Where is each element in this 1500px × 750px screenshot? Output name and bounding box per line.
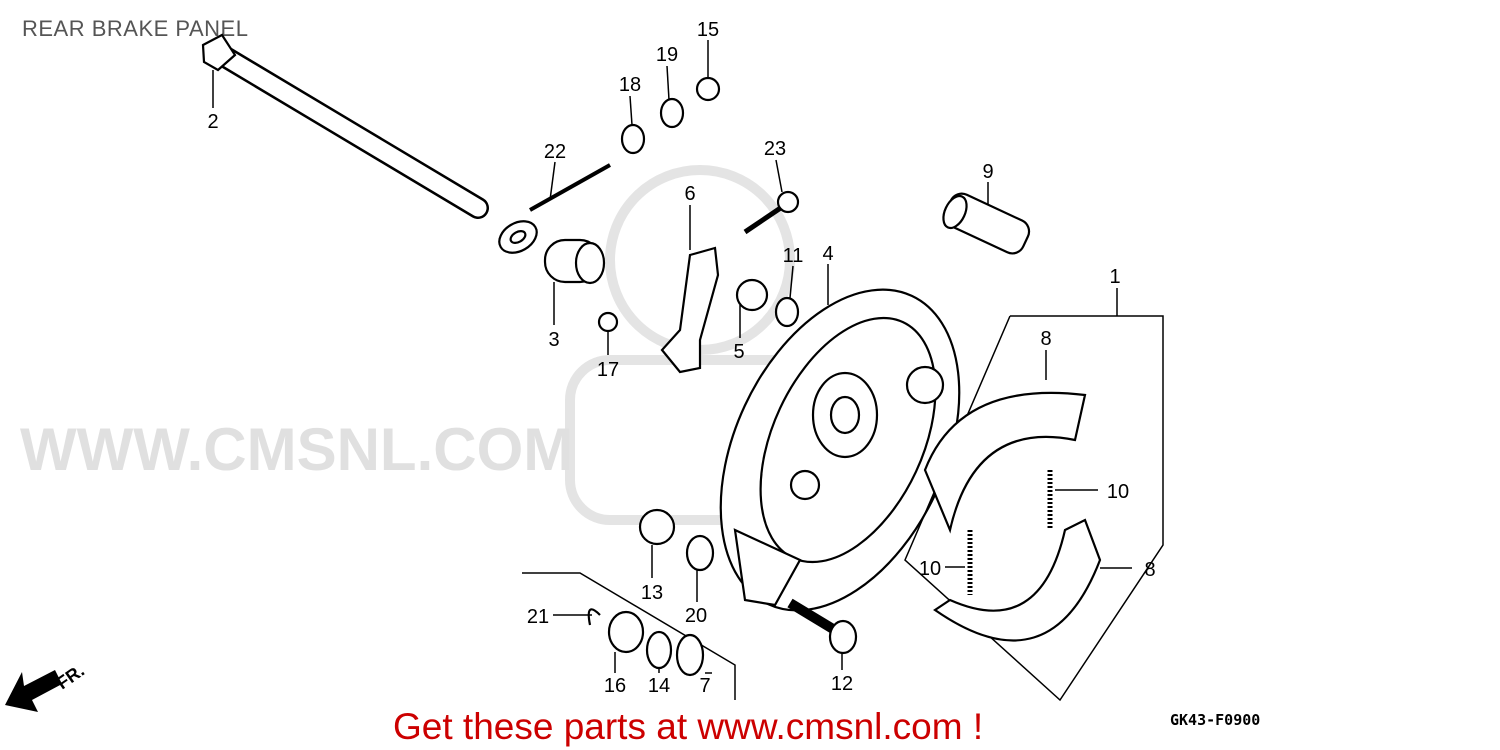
rear-axle[interactable] (201, 33, 489, 219)
cotter-pin[interactable] (587, 608, 601, 626)
brake-shoe-upper[interactable] (923, 391, 1087, 534)
nut-15[interactable] (695, 76, 721, 102)
shoe-assembly-bracket (904, 315, 1164, 702)
washer-14[interactable] (645, 630, 673, 670)
collar-16[interactable] (607, 610, 645, 654)
callout[interactable]: 22 (544, 141, 566, 163)
callout[interactable]: 17 (597, 359, 619, 381)
bolt-23[interactable] (743, 190, 800, 235)
promo-link[interactable]: Get these parts at www.cmsnl.com ! (393, 706, 984, 747)
callout[interactable]: 10 (1107, 481, 1129, 503)
brake-panel[interactable] (673, 252, 1007, 649)
leader-lines (212, 40, 1132, 674)
callout[interactable]: 5 (733, 341, 744, 363)
group-bracket (522, 572, 736, 700)
callout[interactable]: 1 (1109, 266, 1120, 288)
callout[interactable]: 14 (648, 675, 670, 697)
callout[interactable]: 2 (207, 111, 218, 133)
pivot-bolt-12[interactable] (787, 598, 858, 655)
brake-arm[interactable] (660, 246, 720, 374)
wear-indicator-plate[interactable] (735, 278, 769, 312)
brake-cam[interactable] (939, 190, 1033, 258)
seal-11[interactable] (774, 296, 800, 328)
callout[interactable]: 15 (697, 19, 719, 41)
nut-17[interactable] (597, 311, 619, 333)
seal-7[interactable] (675, 633, 705, 677)
washer-20[interactable] (685, 534, 715, 572)
callout[interactable]: 8 (1144, 559, 1155, 581)
callout[interactable]: 4 (822, 243, 833, 265)
washer-18[interactable] (620, 123, 646, 155)
front-direction-arrow-icon: FR. (5, 660, 88, 712)
watermark-text: WWW.CMSNL.COM (20, 416, 573, 483)
front-direction-label: FR. (53, 660, 88, 693)
callout[interactable]: 9 (982, 161, 993, 183)
callout[interactable]: 10 (919, 558, 941, 580)
callout[interactable]: 11 (783, 245, 804, 267)
callout[interactable]: 23 (764, 138, 786, 160)
callout[interactable]: 3 (548, 329, 559, 351)
brake-shoe-lower[interactable] (933, 518, 1102, 642)
watermark: WWW.CMSNL.COM (20, 165, 835, 525)
diagram-code: GK43-F0900 (1170, 711, 1261, 729)
washer-19[interactable] (659, 97, 685, 129)
callout[interactable]: 13 (641, 582, 663, 604)
callout[interactable]: 7 (699, 675, 710, 697)
callout[interactable]: 18 (619, 74, 641, 96)
callout[interactable]: 12 (831, 673, 853, 695)
callouts: 2 22 18 19 15 23 9 6 11 4 1 3 17 5 8 10 … (207, 19, 1155, 697)
callout[interactable]: 16 (604, 675, 626, 697)
callout[interactable]: 19 (656, 44, 678, 66)
callout[interactable]: 8 (1040, 328, 1051, 350)
callout[interactable]: 20 (685, 605, 707, 627)
nut-13[interactable] (638, 508, 676, 546)
axle-collar[interactable] (543, 238, 606, 285)
callout[interactable]: 21 (527, 606, 549, 628)
diagram-title: REAR BRAKE PANEL (22, 16, 249, 41)
brake-adjuster-bolt[interactable] (494, 163, 611, 259)
callout[interactable]: 6 (684, 183, 695, 205)
